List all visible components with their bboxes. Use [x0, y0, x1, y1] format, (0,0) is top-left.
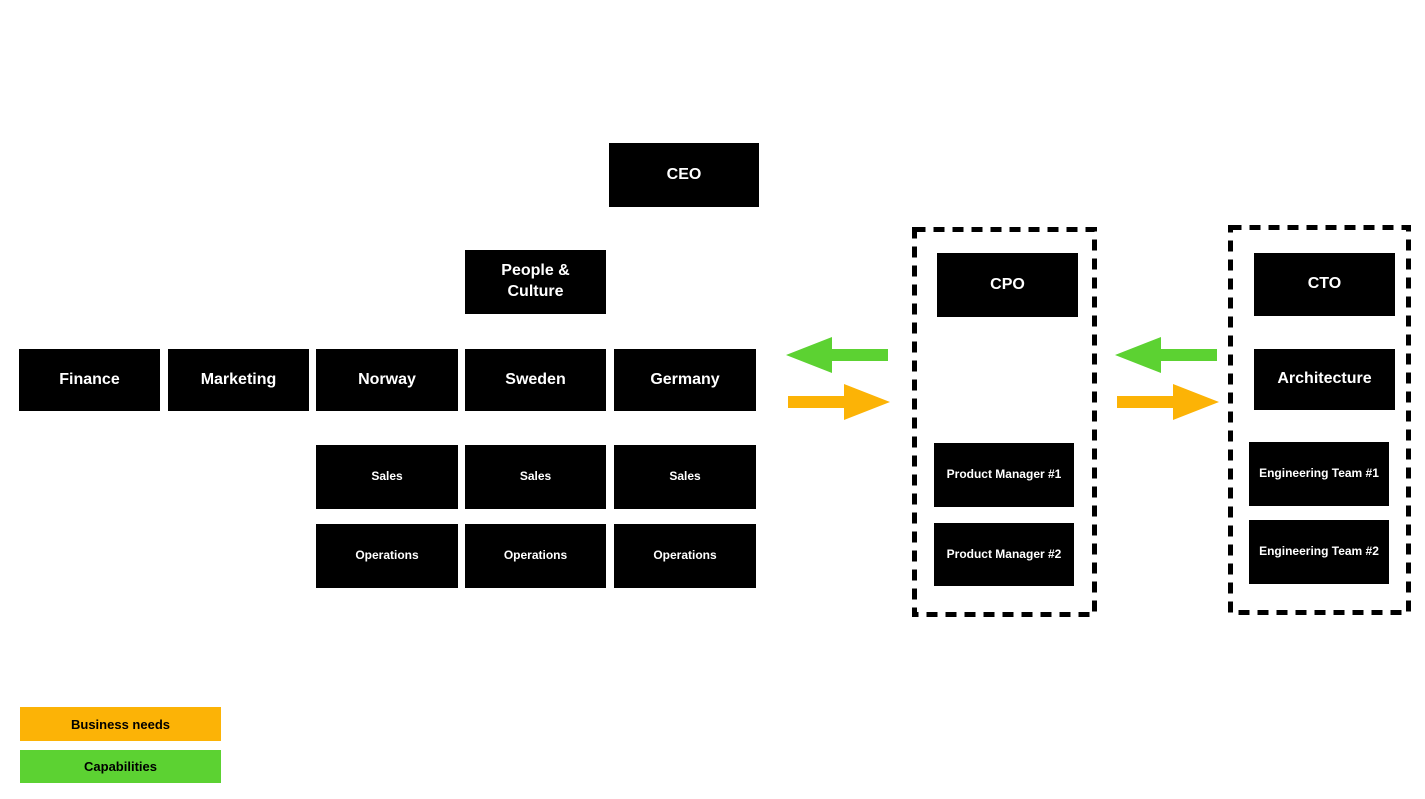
dashed-border: [1228, 225, 1411, 615]
org-node-marketing: Marketing: [168, 349, 309, 411]
org-node-sweden: Sweden: [465, 349, 606, 411]
capabilities-arrow-tech-to-product: [1115, 337, 1217, 373]
org-node-germany-sales: Sales: [614, 445, 756, 509]
org-node-architecture: Architecture: [1254, 349, 1395, 410]
org-node-germany-operations: Operations: [614, 524, 756, 588]
business-needs-arrow-product-to-tech: [1117, 384, 1219, 420]
capabilities-arrow-product-to-business: [786, 337, 888, 373]
org-node-product-manager-1: Product Manager #1: [934, 443, 1074, 507]
org-node-product-manager-2: Product Manager #2: [934, 523, 1074, 586]
org-node-sweden-sales: Sales: [465, 445, 606, 509]
org-node-people-culture: People & Culture: [465, 250, 606, 314]
org-node-germany: Germany: [614, 349, 756, 411]
legend-capabilities: Capabilities: [20, 750, 221, 783]
org-node-cto: CTO: [1254, 253, 1395, 316]
business-needs-arrow-business-to-product: [788, 384, 890, 420]
technology-org-group: [1228, 225, 1411, 615]
org-node-sweden-operations: Operations: [465, 524, 606, 588]
org-node-cpo: CPO: [937, 253, 1078, 317]
org-node-norway: Norway: [316, 349, 458, 411]
org-node-engineering-team-2: Engineering Team #2: [1249, 520, 1389, 584]
org-node-finance: Finance: [19, 349, 160, 411]
legend-business-needs: Business needs: [20, 707, 221, 741]
dashed-border: [912, 227, 1097, 617]
org-node-norway-sales: Sales: [316, 445, 458, 509]
org-node-engineering-team-1: Engineering Team #1: [1249, 442, 1389, 506]
product-org-group: [912, 227, 1097, 617]
org-node-norway-operations: Operations: [316, 524, 458, 588]
org-node-ceo: CEO: [609, 143, 759, 207]
